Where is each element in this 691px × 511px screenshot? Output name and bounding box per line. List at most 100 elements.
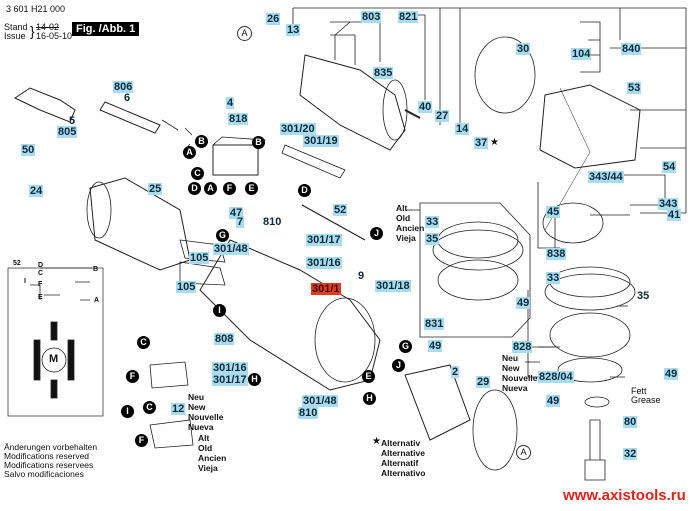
connector-i-lower: I <box>121 405 134 418</box>
part-806[interactable]: 806 <box>113 81 134 93</box>
part-35-old[interactable]: 35 <box>425 233 440 245</box>
part-803[interactable]: 803 <box>361 11 382 23</box>
connector-f: F <box>223 182 236 195</box>
part-5[interactable]: 5 <box>69 115 76 127</box>
part-343[interactable]: 343 <box>658 198 679 210</box>
figure-label: Fig. /Abb. 1 <box>72 22 140 36</box>
part-301-18[interactable]: 301/18 <box>375 280 411 292</box>
variant-new-flange: Neu New Nouvelle Nueva <box>502 353 538 393</box>
part-13[interactable]: 13 <box>286 24 301 36</box>
part-45[interactable]: 45 <box>546 206 561 218</box>
part-828[interactable]: 828 <box>512 341 533 353</box>
footer-notes: Änderungen vorbehalten Modifications res… <box>4 442 98 479</box>
part-301-1-highlighted[interactable]: 301/1 <box>311 283 341 295</box>
part-9[interactable]: 9 <box>358 270 365 282</box>
part-27[interactable]: 27 <box>435 110 450 122</box>
wiring-label-i: I <box>24 278 26 285</box>
part-104[interactable]: 104 <box>571 48 592 60</box>
part-835[interactable]: 835 <box>373 67 394 79</box>
part-810-a[interactable]: 810 <box>263 216 282 228</box>
connector-e-field: E <box>362 370 375 383</box>
part-810-b[interactable]: 810 <box>298 407 319 419</box>
part-808[interactable]: 808 <box>214 333 235 345</box>
motor-symbol: M <box>49 353 59 365</box>
part-54[interactable]: 54 <box>662 161 677 173</box>
wiring-label-c: C <box>38 270 44 277</box>
connector-d-2: D <box>298 184 311 197</box>
part-49-new-b[interactable]: 49 <box>546 395 561 407</box>
part-number: 3 601 H21 000 <box>6 4 66 14</box>
wiring-label-d: D <box>38 262 44 269</box>
part-32[interactable]: 32 <box>623 448 638 460</box>
alternative-note-star-icon: ★ <box>372 436 381 447</box>
part-301-16-a[interactable]: 301/16 <box>306 257 342 269</box>
wiring-label-e: E <box>38 294 43 301</box>
part-301-48-b[interactable]: 301/48 <box>302 395 338 407</box>
part-301-16-b[interactable]: 301/16 <box>212 362 248 374</box>
connector-h: H <box>248 373 261 386</box>
part-12[interactable]: 12 <box>171 403 186 415</box>
alternative-note: Alternativ Alternative Alternatif Altern… <box>381 438 426 478</box>
part-50[interactable]: 50 <box>21 144 36 156</box>
part-53[interactable]: 53 <box>627 82 642 94</box>
part-14[interactable]: 14 <box>455 123 470 135</box>
part-2[interactable]: 2 <box>451 366 460 378</box>
part-7[interactable]: 7 <box>236 216 245 228</box>
connector-e: E <box>245 182 258 195</box>
part-37[interactable]: 37 <box>474 137 489 149</box>
part-49-old-b[interactable]: 49 <box>428 340 443 352</box>
part-831[interactable]: 831 <box>424 318 445 330</box>
part-840[interactable]: 840 <box>621 43 642 55</box>
part-52[interactable]: 52 <box>333 204 348 216</box>
part-301-48-a[interactable]: 301/48 <box>213 243 249 255</box>
part-301-19[interactable]: 301/19 <box>303 135 339 147</box>
connector-a-open-2: A <box>516 445 531 460</box>
connector-g-field: G <box>399 340 412 353</box>
connector-a-open: A <box>237 26 252 41</box>
part-301-20[interactable]: 301/20 <box>280 123 316 135</box>
connector-f-lower: F <box>126 370 139 383</box>
connector-c: C <box>191 167 204 180</box>
part-33-old[interactable]: 33 <box>425 216 440 228</box>
part-828-04[interactable]: 828/04 <box>538 371 574 383</box>
wiring-label-f: F <box>38 281 43 288</box>
part-49-new-a[interactable]: 49 <box>664 368 679 380</box>
part-33-new[interactable]: 33 <box>546 272 561 284</box>
connector-f-lower-2: F <box>135 434 148 447</box>
wiring-label-b: B <box>93 266 99 273</box>
grease-label-en: Grease <box>631 395 661 405</box>
part-25[interactable]: 25 <box>148 183 163 195</box>
part-105-a[interactable]: 105 <box>189 252 210 264</box>
grease-label-de: Fett <box>631 386 647 396</box>
part-24[interactable]: 24 <box>29 185 44 197</box>
part-29[interactable]: 29 <box>476 376 491 388</box>
part-80[interactable]: 80 <box>623 416 638 428</box>
issue-value: 16-05-10 <box>36 31 73 41</box>
part-4[interactable]: 4 <box>226 97 235 109</box>
part-41[interactable]: 41 <box>667 209 682 221</box>
part-35-new[interactable]: 35 <box>637 290 650 302</box>
part-40[interactable]: 40 <box>418 101 433 113</box>
connector-a-2: A <box>204 182 217 195</box>
part-301-17-a[interactable]: 301/17 <box>306 234 342 246</box>
watermark-url[interactable]: www.axistools.ru <box>563 487 686 504</box>
part-30[interactable]: 30 <box>516 43 531 55</box>
connector-c-lower-2: C <box>143 401 156 414</box>
part-49-old-a[interactable]: 49 <box>516 297 531 309</box>
connector-h-field: H <box>363 392 376 405</box>
brace: } <box>30 23 35 39</box>
variant-old-lower: Alt Old Ancien Vieja <box>198 433 227 473</box>
part-26[interactable]: 26 <box>266 13 281 25</box>
part-818[interactable]: 818 <box>228 113 249 125</box>
part-6[interactable]: 6 <box>124 92 131 104</box>
part-805[interactable]: 805 <box>57 126 78 138</box>
part-301-17-b[interactable]: 301/17 <box>212 374 248 386</box>
connector-c-lower: C <box>137 336 150 349</box>
wiring-label-52: 52 <box>13 260 21 267</box>
part-343-44[interactable]: 343/44 <box>588 171 624 183</box>
part-105-b[interactable]: 105 <box>176 281 197 293</box>
part-821[interactable]: 821 <box>398 11 419 23</box>
part-838[interactable]: 838 <box>546 248 567 260</box>
